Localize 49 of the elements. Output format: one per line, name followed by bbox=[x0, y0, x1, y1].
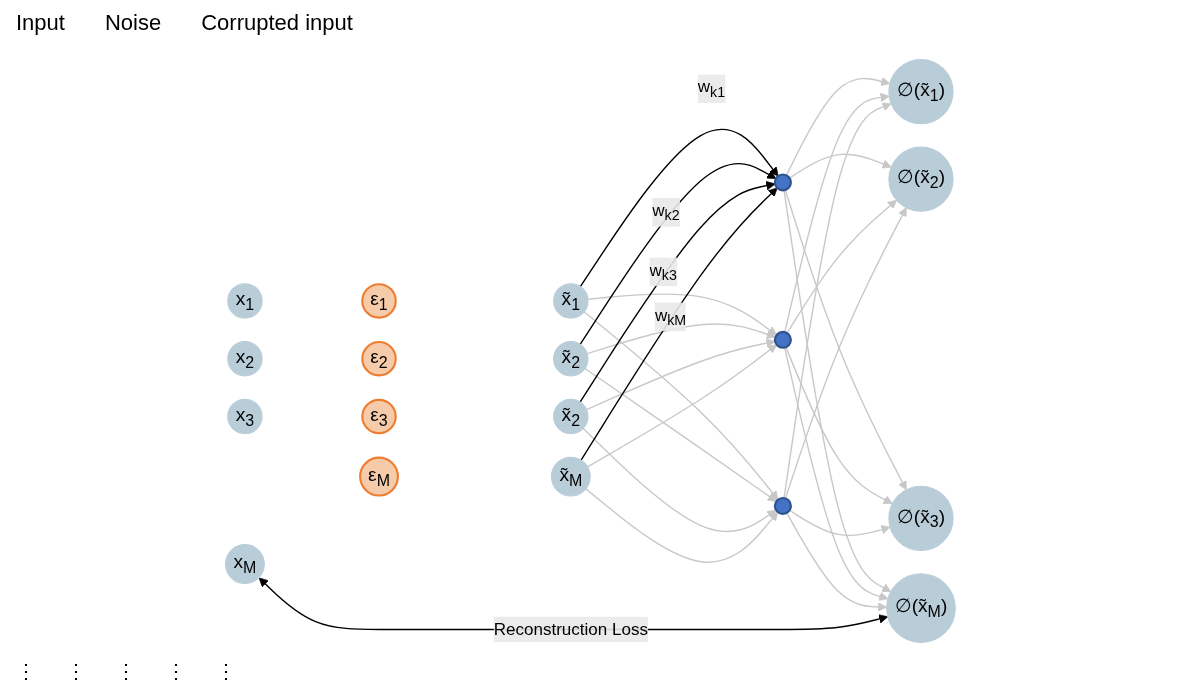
ellipsis-mark: ⋮ bbox=[166, 659, 186, 683]
node-circle: x$_{M}$ bbox=[225, 544, 265, 584]
arrow bbox=[785, 346, 893, 504]
column-heading: Input bbox=[16, 10, 65, 36]
node-circle: x$_{1}$ bbox=[227, 283, 263, 319]
arrow bbox=[784, 92, 890, 333]
node-circle: x$_{3}$ bbox=[227, 398, 263, 435]
node-circle: x̃$_{M}$ bbox=[550, 456, 591, 497]
edge-label: Reconstruction Loss bbox=[493, 619, 649, 638]
arrow bbox=[587, 293, 777, 336]
column-heading: Noise bbox=[104, 10, 162, 36]
arrow bbox=[584, 367, 777, 502]
node-circle bbox=[773, 330, 793, 349]
ellipsis-mark: ⋮ bbox=[216, 659, 236, 683]
arrow bbox=[783, 189, 892, 593]
arrow bbox=[789, 509, 891, 537]
arrow bbox=[784, 346, 889, 601]
node-circle: ∅(x̃$_{M}$) bbox=[886, 573, 956, 643]
ellipsis-mark: ⋮ bbox=[116, 659, 136, 683]
node-circle bbox=[773, 173, 793, 192]
arrow bbox=[585, 488, 779, 563]
node-circle: x̃$_{2}$ bbox=[553, 341, 589, 377]
edge-label: w$_{k3}$ bbox=[649, 260, 677, 284]
arrow bbox=[786, 199, 898, 334]
arrow bbox=[579, 162, 777, 345]
node-circle bbox=[773, 496, 793, 515]
arrow bbox=[789, 153, 892, 179]
node-circle: ε$_{2}$ bbox=[361, 340, 397, 377]
ellipsis-mark: ⋮ bbox=[16, 659, 36, 683]
edge-label: w$_{k2}$ bbox=[652, 201, 680, 224]
node-circle: ∅(x̃$_{2}$) bbox=[888, 146, 954, 212]
arrow bbox=[582, 427, 777, 533]
arrow bbox=[783, 102, 892, 499]
node-circle: ∅(x̃$_{3}$) bbox=[888, 485, 954, 551]
node-circle: ε$_{3}$ bbox=[361, 398, 397, 435]
arrow bbox=[587, 344, 778, 468]
node-circle: x̃$_{2}$ bbox=[553, 398, 589, 435]
node-circle: ∅(x̃$_{1}$) bbox=[888, 59, 954, 125]
node-circle: x̃$_{1}$ bbox=[553, 283, 589, 319]
arrow bbox=[785, 76, 891, 176]
node-circle: ε$_{M}$ bbox=[359, 456, 400, 497]
node-circle: ε$_{1}$ bbox=[361, 283, 397, 319]
edge-label: w$_{k1}$ bbox=[697, 77, 726, 101]
column-heading: Corrupted input bbox=[201, 10, 353, 36]
node-circle: x$_{2}$ bbox=[227, 341, 263, 377]
arrow bbox=[585, 338, 776, 411]
ellipsis-mark: ⋮ bbox=[66, 659, 86, 683]
edge-label: w$_{kM}$ bbox=[654, 305, 687, 329]
arrow bbox=[579, 128, 779, 288]
